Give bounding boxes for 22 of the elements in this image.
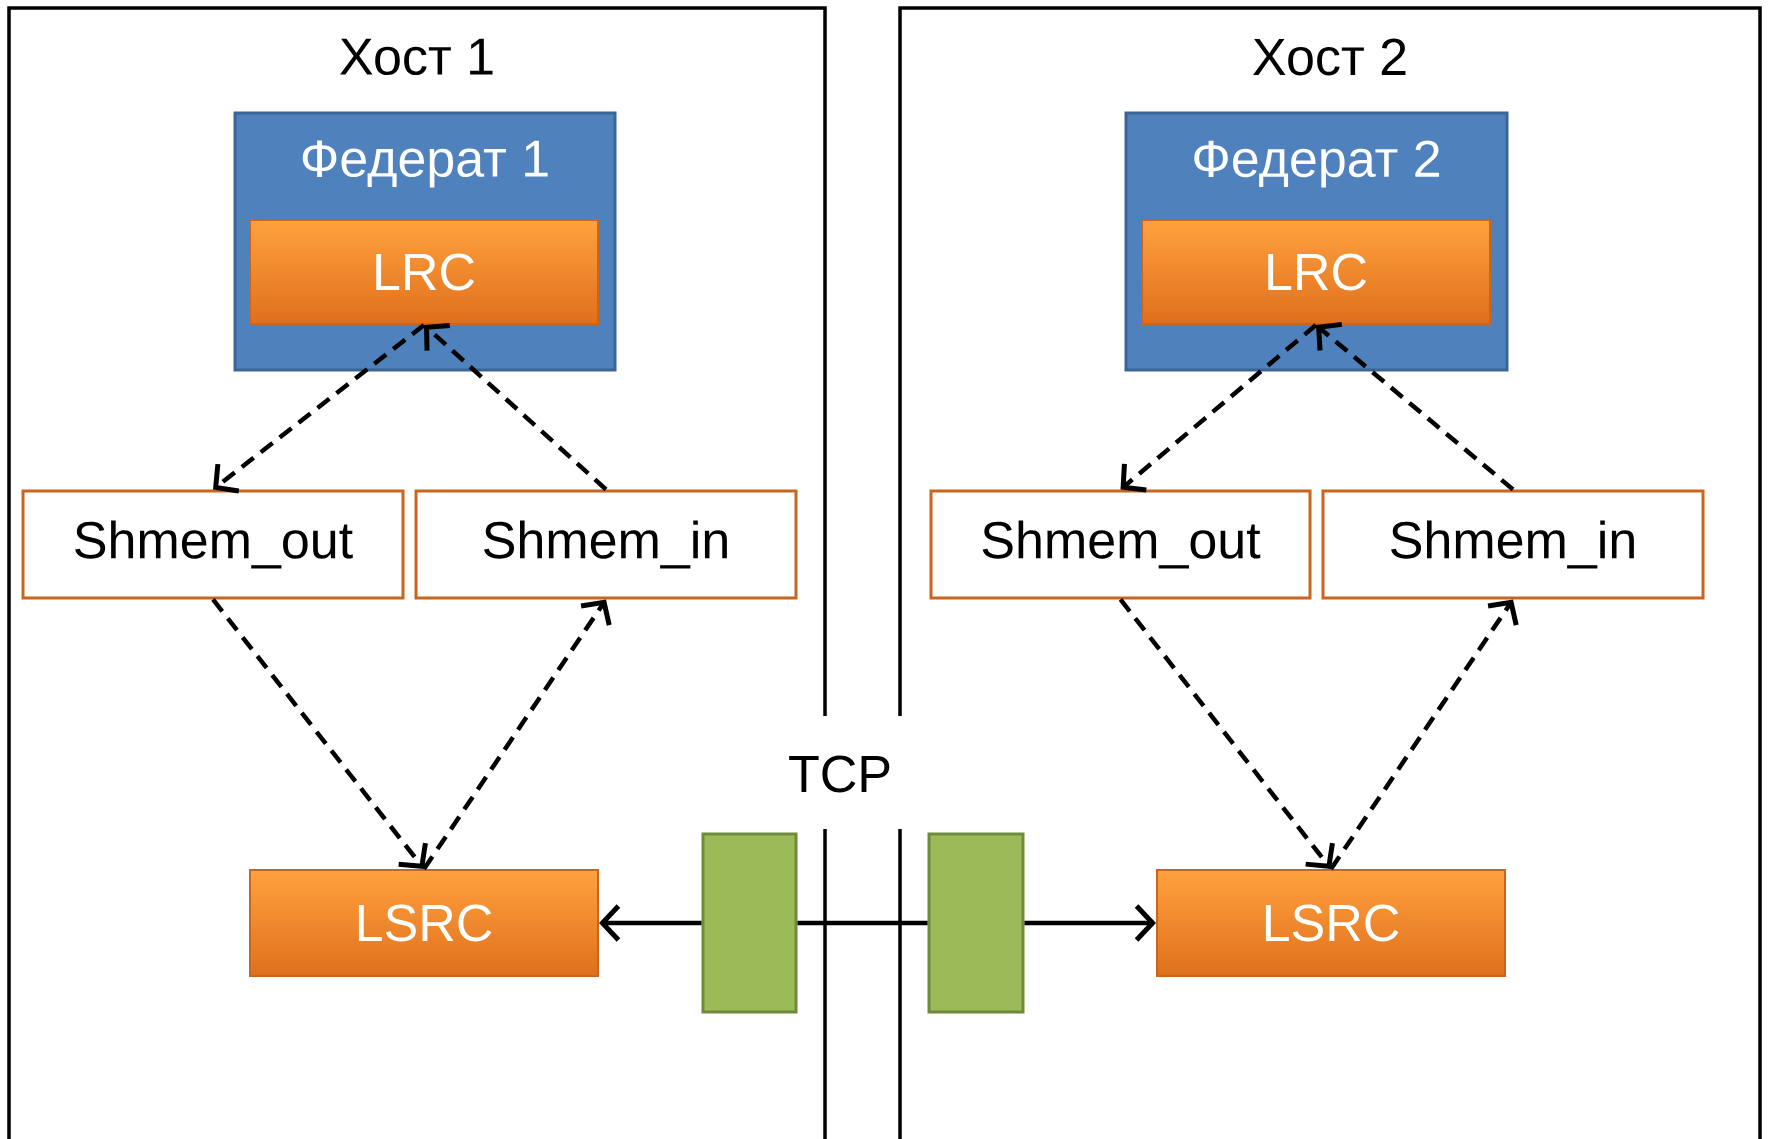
memory-box: Shmem_out [21,489,405,600]
process-box: LRC [249,219,599,325]
arrow [1024,904,1156,942]
memory-box: Shmem_in [414,489,798,600]
block [701,832,798,1014]
process-box: LRC [1141,219,1491,325]
connector-line [797,920,928,926]
process-box: LSRC [1156,869,1506,977]
arrow [1316,321,1515,492]
process-box: LSRC [249,869,599,977]
arrow [211,598,428,869]
arrow [424,322,608,492]
arrow [213,323,426,494]
arrow [1329,599,1519,871]
arrow [1118,598,1335,869]
memory-box: Shmem_out [929,489,1312,600]
block [927,832,1025,1014]
arrow [599,904,702,942]
arrow [422,599,612,871]
label: TCP [789,755,890,793]
memory-box: Shmem_in [1321,489,1705,600]
arrow [1120,323,1318,493]
